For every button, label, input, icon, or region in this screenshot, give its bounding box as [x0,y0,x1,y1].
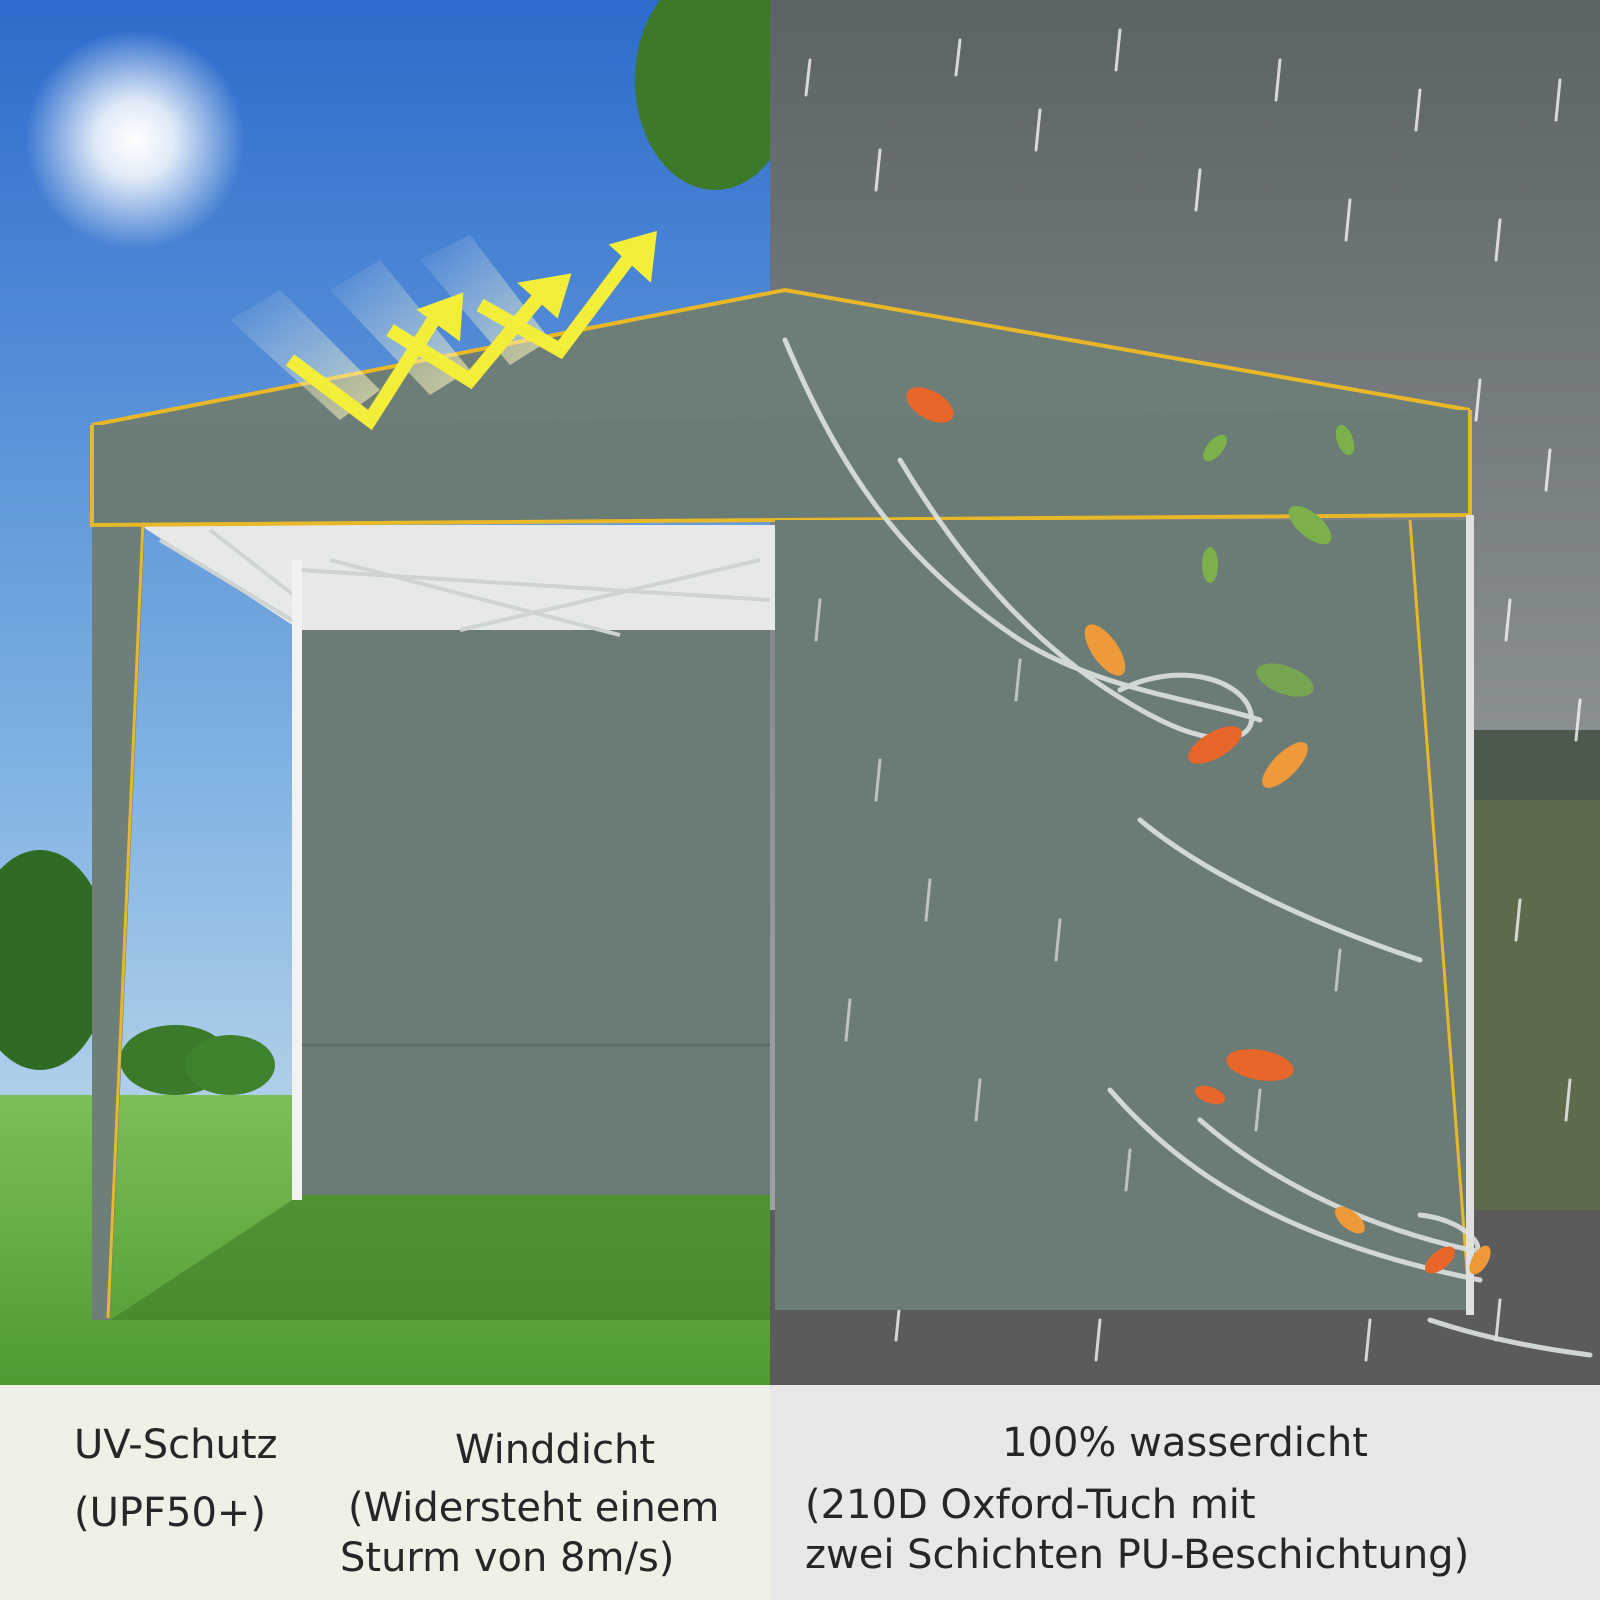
caption-water-line1: 100% wasserdicht [1002,1420,1368,1466]
leaf-icon [1188,726,1242,764]
front-side-wall [775,520,1470,1310]
caption-uv-protection: UV-Schutz (UPF50+) [74,1420,278,1538]
tree-canopy [635,0,795,190]
leaf-icon [1335,1206,1365,1234]
leaf-icon [1262,742,1308,788]
caption-waterproof: 100% wasserdicht (210D Oxford-Tuch mit z… [805,1418,1565,1580]
back-side-wall [300,620,770,1195]
sun-icon [25,30,245,250]
gazebo-illustration [0,0,1600,1385]
leaf-icon [1202,547,1218,583]
leaf-icon [1425,1246,1455,1274]
tent-leg-back-left [292,560,302,1200]
bush [185,1035,275,1095]
tent-leg-front-right [1466,515,1474,1315]
flying-leaves [906,387,1491,1275]
leaf-icon [1084,624,1126,676]
wind-swirls [782,337,1593,1358]
caption-water-line2: (210D Oxford-Tuch mit [805,1482,1256,1528]
caption-wind-line2: (Widersteht einem [348,1485,720,1531]
leaf-icon [1469,1245,1491,1275]
caption-band-right [770,1385,1600,1600]
caption-windproof: Winddicht (Widersteht einem Sturm von 8m… [340,1425,770,1583]
caption-water-line3: zwei Schichten PU-Beschichtung) [805,1532,1470,1578]
wet-field [1460,800,1600,1220]
caption-wind-line1: Winddicht [454,1427,656,1473]
caption-band-left [0,1385,770,1600]
caption-wind-line3: Sturm von 8m/s) [340,1535,675,1581]
distant-trees [1460,730,1600,800]
leaf-icon [1256,663,1314,697]
tree-left [0,850,110,1070]
uv-reflection-arrows [230,230,658,431]
caption-band: UV-Schutz (UPF50+) Winddicht (Widersteht… [0,1385,1600,1600]
leaf-icon [906,387,954,423]
rain-on-wall [814,598,1342,1192]
leaf-icon [1335,424,1355,456]
canopy-valance [92,410,1470,525]
scissor-frame [158,528,771,637]
product-scene [0,0,1600,1385]
leaf-icon [1203,434,1227,462]
left-side-wall [92,520,145,1320]
leaf-icon [1194,1085,1226,1105]
caption-uv-line2: (UPF50+) [74,1490,267,1536]
canopy-roof [92,290,1470,425]
caption-uv-line1: UV-Schutz [74,1422,278,1468]
leaf-icon [1288,505,1332,545]
leaf-icon [1226,1049,1294,1081]
tent-shadow [110,1195,770,1320]
